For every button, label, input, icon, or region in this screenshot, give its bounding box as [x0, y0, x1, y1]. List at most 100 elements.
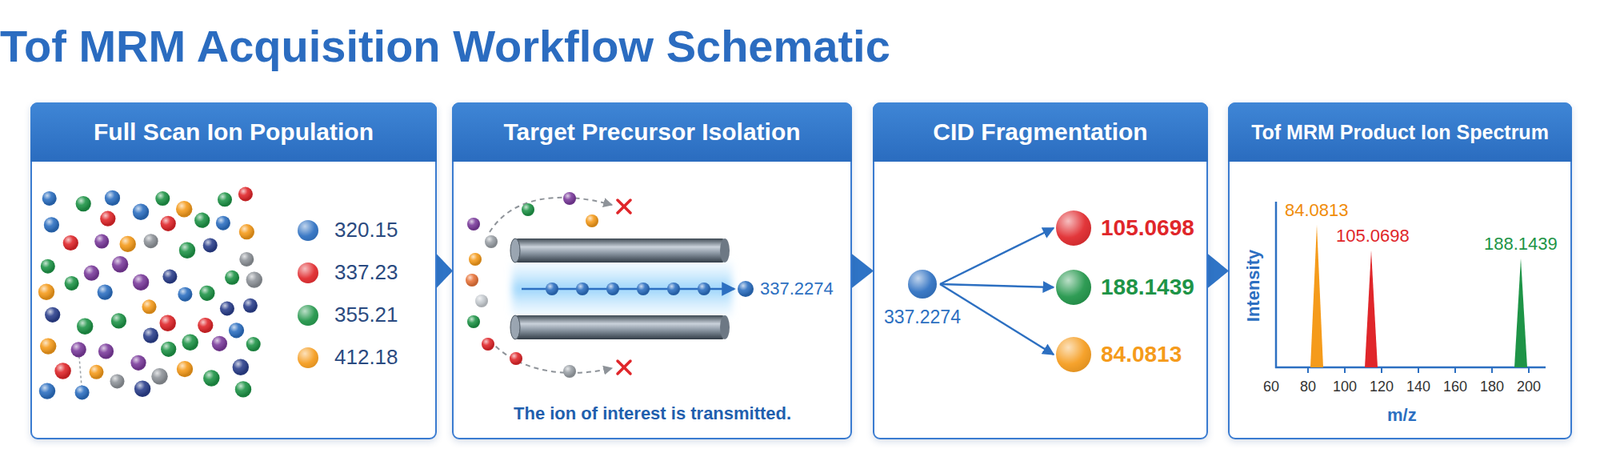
panel-title: CID Fragmentation	[932, 118, 1148, 146]
label: 120	[1369, 378, 1394, 396]
tick	[1454, 367, 1456, 373]
ion-shine	[132, 274, 149, 291]
ion-shine	[182, 334, 199, 351]
ion-shine	[636, 282, 650, 296]
ion	[606, 282, 620, 296]
axis-ticks	[1308, 367, 1529, 373]
ion	[232, 359, 249, 376]
ion	[42, 191, 57, 206]
tick	[1380, 367, 1383, 373]
ion-cloud	[38, 187, 263, 400]
ion-shine	[71, 341, 87, 357]
label: 160	[1443, 378, 1468, 396]
rejected-path	[489, 197, 612, 232]
ion	[199, 285, 215, 301]
ion	[111, 312, 127, 328]
ion-shine	[484, 235, 498, 248]
ion-shine	[667, 282, 680, 296]
ion-shine	[239, 224, 255, 240]
ion	[212, 336, 228, 352]
rod-end	[720, 315, 730, 340]
ion	[132, 274, 149, 291]
ion	[160, 216, 176, 232]
ion-shine	[475, 294, 488, 308]
panel-title: Target Precursor Isolation	[503, 118, 800, 146]
legend-swatch	[297, 347, 319, 368]
ion	[243, 298, 258, 313]
spectrum-axes	[1275, 201, 1546, 368]
ion	[98, 343, 114, 359]
ion-mz: 188.1439	[1100, 274, 1195, 300]
ion	[94, 234, 109, 249]
ion	[585, 214, 599, 228]
ion-shine	[44, 307, 60, 323]
ion	[667, 282, 680, 296]
fragment-arrow	[940, 284, 1054, 288]
ion	[217, 192, 232, 207]
ion-shine	[606, 282, 620, 296]
ion-shine	[144, 233, 159, 248]
ion	[75, 384, 90, 400]
ion	[97, 284, 113, 300]
rod-end	[720, 238, 730, 263]
ion	[563, 364, 576, 378]
tick	[1307, 367, 1309, 373]
reject-mark	[617, 200, 631, 374]
legend-row: 337.23	[297, 251, 399, 294]
ion	[40, 337, 56, 354]
ion-shine	[481, 337, 495, 351]
legend-swatch	[297, 262, 319, 284]
ion	[203, 237, 218, 252]
ion-shine	[63, 235, 79, 251]
ion-shine	[112, 256, 128, 272]
tick	[1344, 367, 1346, 373]
ion	[576, 282, 589, 296]
ion	[134, 380, 151, 397]
legend-row: 355.21	[297, 293, 399, 336]
ion	[151, 368, 168, 384]
ion-shine	[160, 216, 176, 232]
legend-text: 412.18	[334, 344, 399, 370]
ion	[197, 317, 213, 333]
ion-shine	[232, 359, 249, 376]
ion	[224, 270, 240, 285]
ion	[228, 322, 244, 338]
flow-chevron	[436, 253, 453, 289]
ion-shine	[467, 315, 480, 328]
ion-shine	[217, 192, 232, 207]
ion	[179, 242, 196, 259]
ion-shine	[176, 360, 193, 377]
ion-shine	[220, 301, 235, 316]
ion	[144, 233, 159, 248]
flow-chevron	[1207, 253, 1229, 289]
ion-shine	[228, 322, 244, 338]
ion	[481, 337, 495, 351]
ion-shine	[246, 336, 261, 352]
ion-shine	[203, 237, 218, 252]
ion-shine	[76, 196, 92, 212]
label: 337.2274	[760, 278, 834, 300]
label: 84.0813	[1284, 200, 1349, 221]
ion	[182, 334, 199, 351]
ion-shine	[467, 217, 480, 231]
ion	[475, 294, 488, 308]
ion-shine	[563, 364, 576, 378]
rod-end	[510, 315, 520, 340]
peak	[1310, 224, 1324, 368]
ion	[63, 235, 79, 251]
panel-header: CID Fragmentation	[872, 102, 1208, 162]
flow-chevron	[851, 253, 874, 289]
ion	[176, 200, 192, 217]
ion-shine	[40, 259, 56, 274]
ion	[194, 212, 210, 228]
label: Intensity	[1243, 249, 1264, 322]
ion	[203, 369, 220, 386]
legend-text: 355.21	[334, 302, 399, 328]
ion	[132, 204, 149, 220]
ion-shine	[465, 273, 479, 287]
ion-node: 337.2274	[884, 269, 961, 328]
ion-shine	[243, 298, 258, 313]
ion	[484, 235, 498, 248]
ion-shine	[155, 191, 170, 206]
ion-shine	[212, 336, 228, 352]
